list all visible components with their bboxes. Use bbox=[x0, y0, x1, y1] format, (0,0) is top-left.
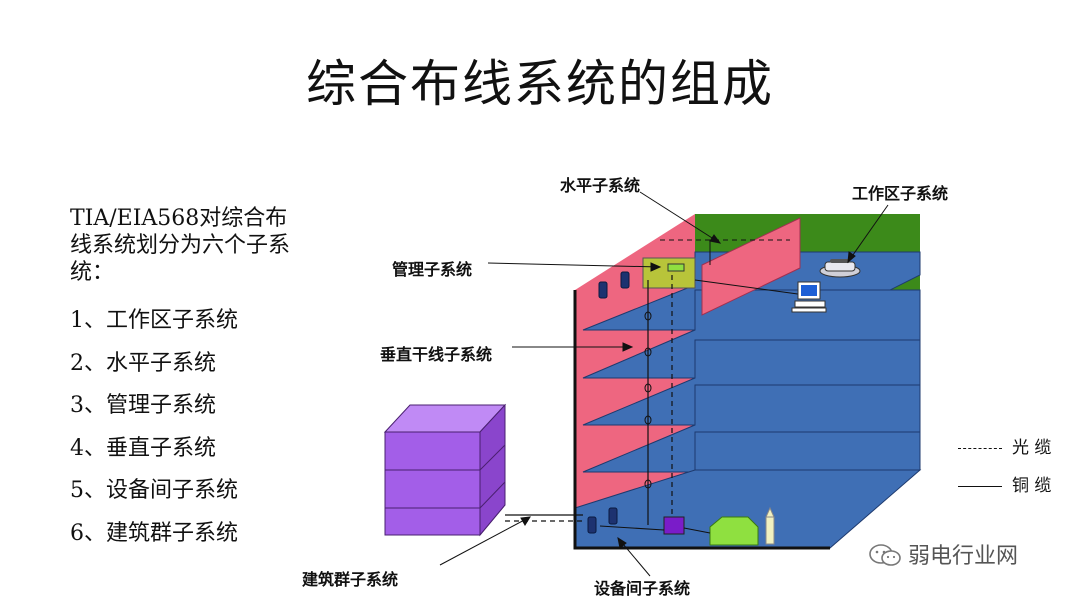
equipment-switch bbox=[663, 516, 685, 535]
label-campus-subsystem: 建筑群子系统 bbox=[302, 570, 399, 589]
wechat-icon bbox=[869, 544, 901, 566]
campus-building bbox=[383, 403, 507, 537]
telephone-icon bbox=[819, 259, 861, 278]
list-item: 2、水平子系统 bbox=[70, 350, 216, 376]
legend-fiber: 光 缆 bbox=[958, 433, 1051, 458]
legend-copper: 铜 缆 bbox=[958, 471, 1051, 496]
list-item: 4、垂直子系统 bbox=[70, 435, 216, 461]
equipment-tower bbox=[765, 516, 775, 545]
callout-arrows bbox=[439, 191, 889, 577]
dashed-line-swatch bbox=[958, 448, 1002, 449]
list-item: 5、设备间子系统 bbox=[70, 478, 238, 503]
list-item: 1、工作区子系统 bbox=[70, 308, 238, 333]
label-work-area-subsystem: 工作区子系统 bbox=[852, 184, 949, 203]
label-horizontal-subsystem: 水平子系统 bbox=[560, 176, 641, 195]
equipment-server bbox=[709, 516, 759, 546]
computer-icon bbox=[791, 281, 827, 313]
label-equipment-room-subsystem: 设备间子系统 bbox=[594, 579, 691, 598]
intro-text: TIA/EIA568对综合布线系统划分为六个子系统： bbox=[70, 206, 291, 285]
list-item: 6、建筑群子系统 bbox=[70, 520, 238, 546]
label-vertical-subsystem: 垂直干线子系统 bbox=[380, 345, 493, 364]
label-management-subsystem: 管理子系统 bbox=[392, 260, 473, 279]
watermark: 弱电行业网 bbox=[868, 538, 1018, 570]
solid-line-swatch bbox=[958, 486, 1002, 487]
cabinets bbox=[587, 271, 630, 534]
horizontal-panel bbox=[701, 217, 801, 316]
page-title: 综合布线系统的组成 bbox=[306, 55, 774, 113]
subsystem-list: 1、工作区子系统 2、水平子系统 3、管理子系统 4、垂直子系统 5、设备间子系… bbox=[70, 300, 238, 555]
list-item: 3、管理子系统 bbox=[70, 393, 216, 418]
floor-outlets bbox=[644, 311, 652, 489]
building-frame bbox=[573, 290, 830, 550]
